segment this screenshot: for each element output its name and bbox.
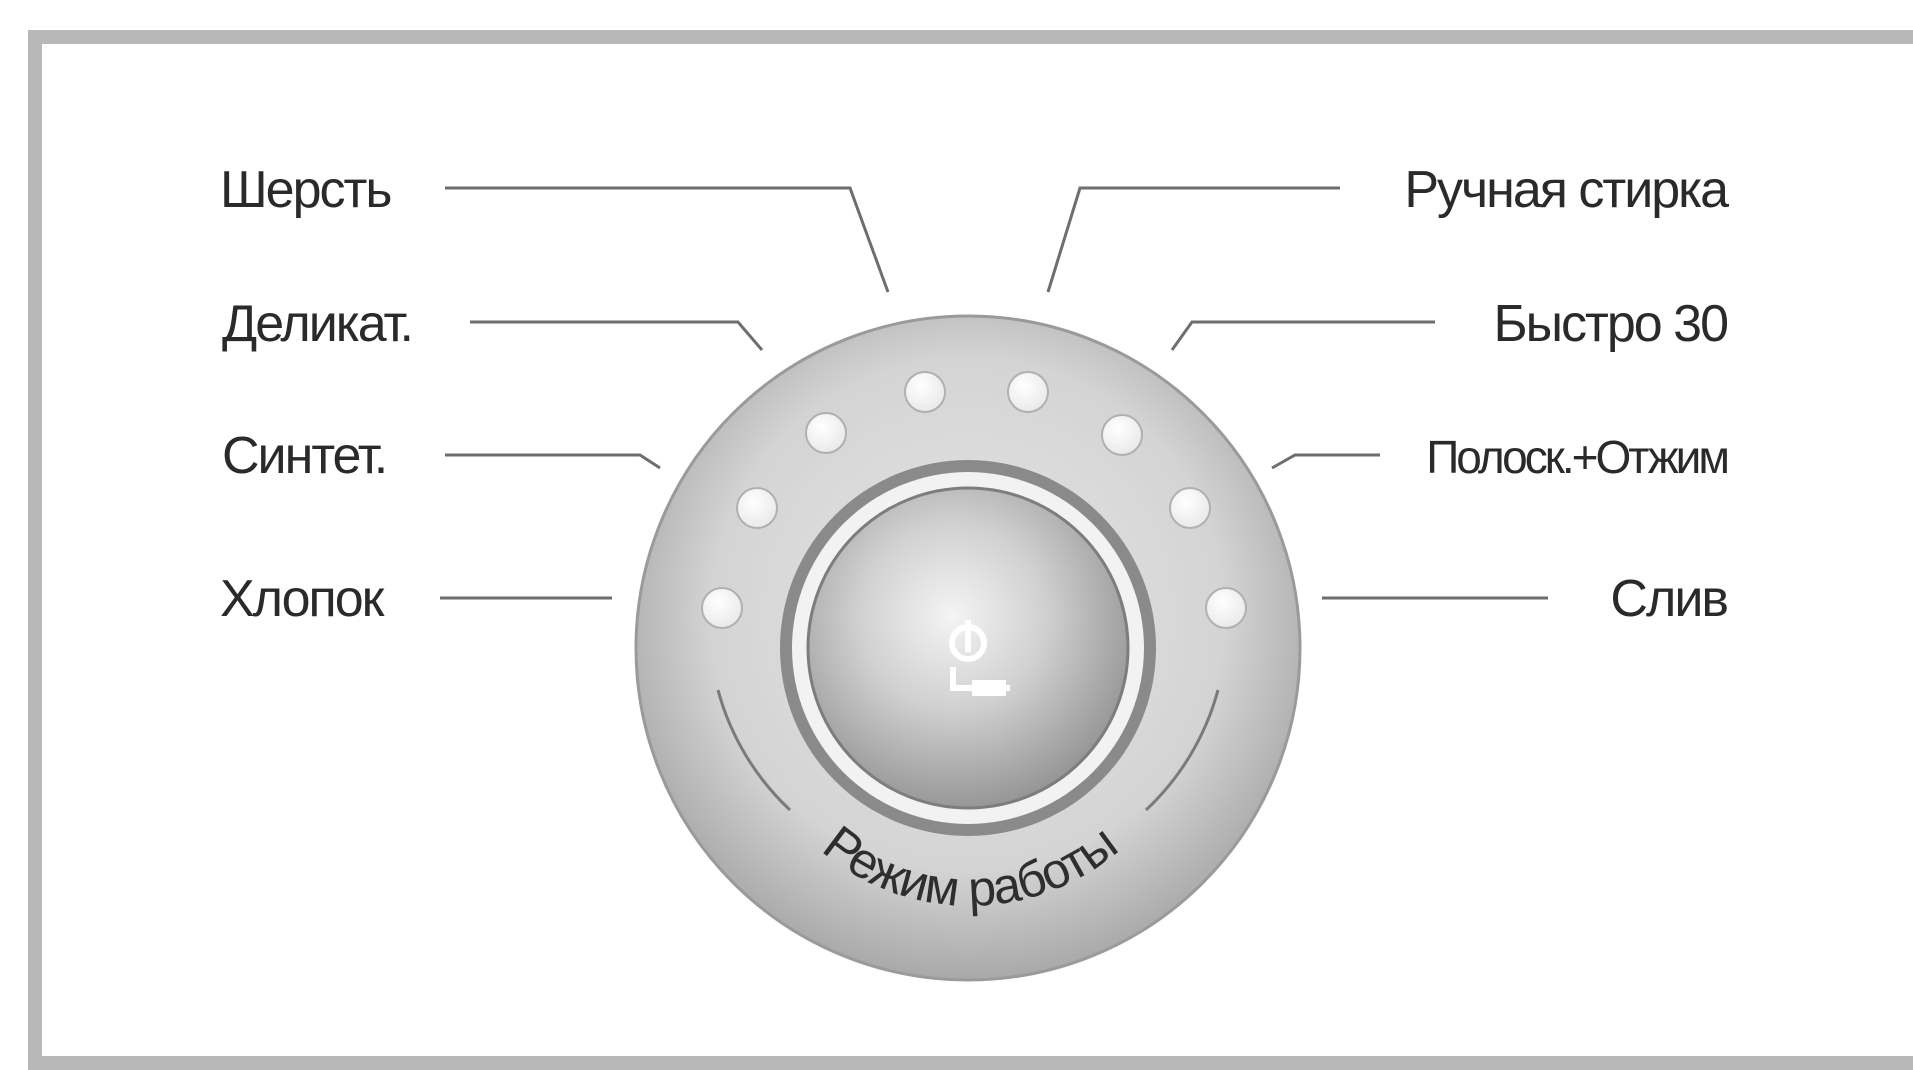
leader-line-synthetic bbox=[445, 455, 660, 468]
label-quick30: Быстро 30 bbox=[1494, 295, 1728, 353]
label-handwash: Ручная стирка bbox=[1404, 161, 1729, 219]
indicator-handwash bbox=[1008, 372, 1048, 412]
indicator-synthetic bbox=[737, 488, 777, 528]
indicator-cotton bbox=[702, 588, 742, 628]
label-rinse-spin: Полоск.+Отжим bbox=[1426, 431, 1727, 483]
leader-line-quick30 bbox=[1172, 322, 1435, 350]
leader-line-delicate bbox=[470, 322, 762, 350]
label-wool: Шерсть bbox=[220, 161, 390, 219]
leader-line-handwash bbox=[1048, 188, 1340, 292]
label-cotton: Хлопок bbox=[220, 570, 385, 628]
indicator-wool bbox=[905, 372, 945, 412]
leader-line-rinse-spin bbox=[1272, 455, 1380, 468]
label-synthetic: Синтет. bbox=[222, 427, 386, 485]
indicator-delicate bbox=[806, 413, 846, 453]
indicator-drain bbox=[1206, 588, 1246, 628]
indicator-rinse-spin bbox=[1170, 488, 1210, 528]
power-touch-icon-bar bbox=[972, 680, 1006, 696]
leader-line-wool bbox=[445, 188, 888, 292]
label-delicate: Деликат. bbox=[222, 295, 412, 353]
indicator-quick30 bbox=[1102, 415, 1142, 455]
label-drain: Слив bbox=[1610, 570, 1727, 628]
program-dial-diagram: Режим работы Шерсть Деликат. Синтет. Хло… bbox=[0, 0, 1913, 1024]
